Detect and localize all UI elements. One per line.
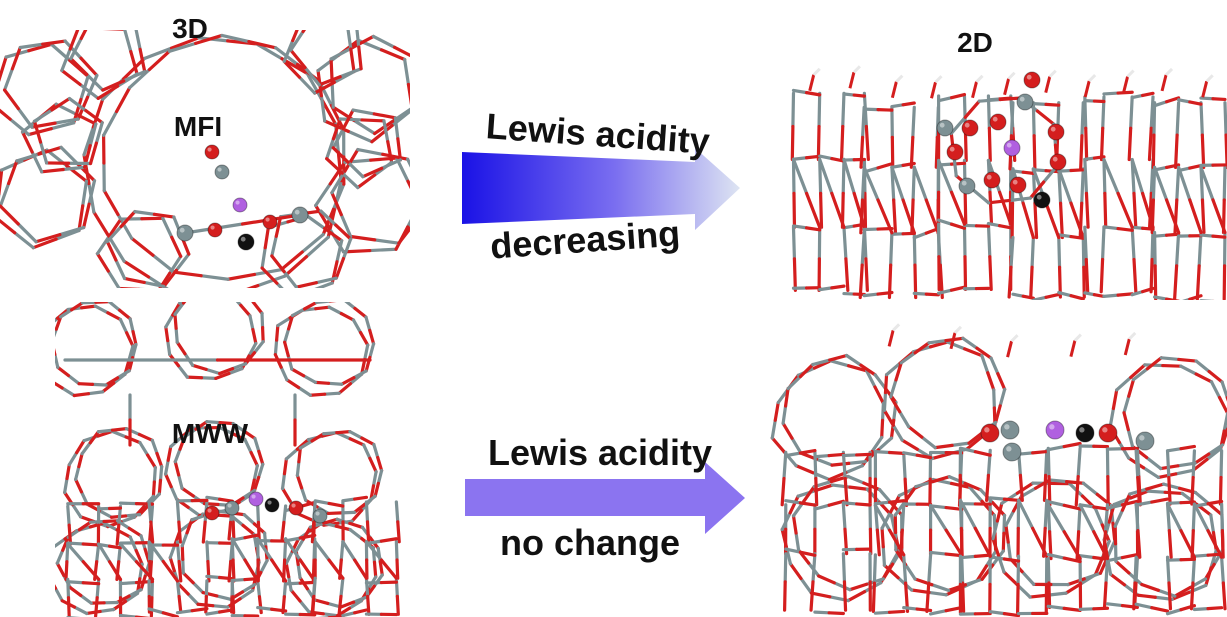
arrow-lewis-acidity-no-change [465,462,745,534]
site-atom [958,177,976,195]
adsorbate-c-atom [214,164,230,180]
site-atom [1098,423,1118,443]
site-atom [312,508,328,524]
site-atom [204,505,220,521]
mww-active-site [204,491,328,524]
site-atom [1045,420,1065,440]
site-atom [961,119,979,137]
site-atom [1135,431,1155,451]
mfi-active-site [176,144,309,251]
adsorbate-o-atom [204,144,220,160]
cation-atom [232,197,248,213]
site-atom [980,423,1000,443]
mww-2d-framework [770,323,1227,617]
cation-atom [1003,139,1021,157]
arrow-bottom-text-1: Lewis acidity [488,432,712,473]
label-mfi: MFI [174,111,222,142]
mfi-2d-active-site [936,71,1067,209]
arrow-lewis-acidity-decreasing [462,148,740,230]
mfi-3d-framework [0,30,410,288]
site-atom [1016,93,1034,111]
site-atom [1009,176,1027,194]
site-atom [1075,423,1095,443]
site-atom [288,500,304,516]
arrow-top-text-1: Lewis acidity [485,105,711,162]
si-atom [176,224,194,242]
site-atom [946,143,964,161]
o-atom [262,214,278,230]
mww-2d-active-site [980,420,1155,462]
site-atom [989,113,1007,131]
site-atom [248,491,264,507]
si-atom [291,206,309,224]
arrow-bottom-text-2: no change [500,522,680,563]
site-atom [1033,191,1051,209]
label-mww: MWW [172,418,249,449]
site-atom [936,119,954,137]
site-atom [224,500,240,516]
site-atom [1023,71,1041,89]
o-atom [207,222,223,238]
site-atom [264,497,280,513]
site-atom [1047,123,1065,141]
metal-atom [237,233,255,251]
site-atom [1049,153,1067,171]
site-atom [1002,442,1022,462]
label-2d: 2D [957,27,993,58]
label-3d: 3D [172,13,208,44]
mfi-2d-framework [790,65,1227,300]
site-atom [983,171,1001,189]
mww-3d-framework [55,302,401,617]
site-atom [1000,420,1020,440]
